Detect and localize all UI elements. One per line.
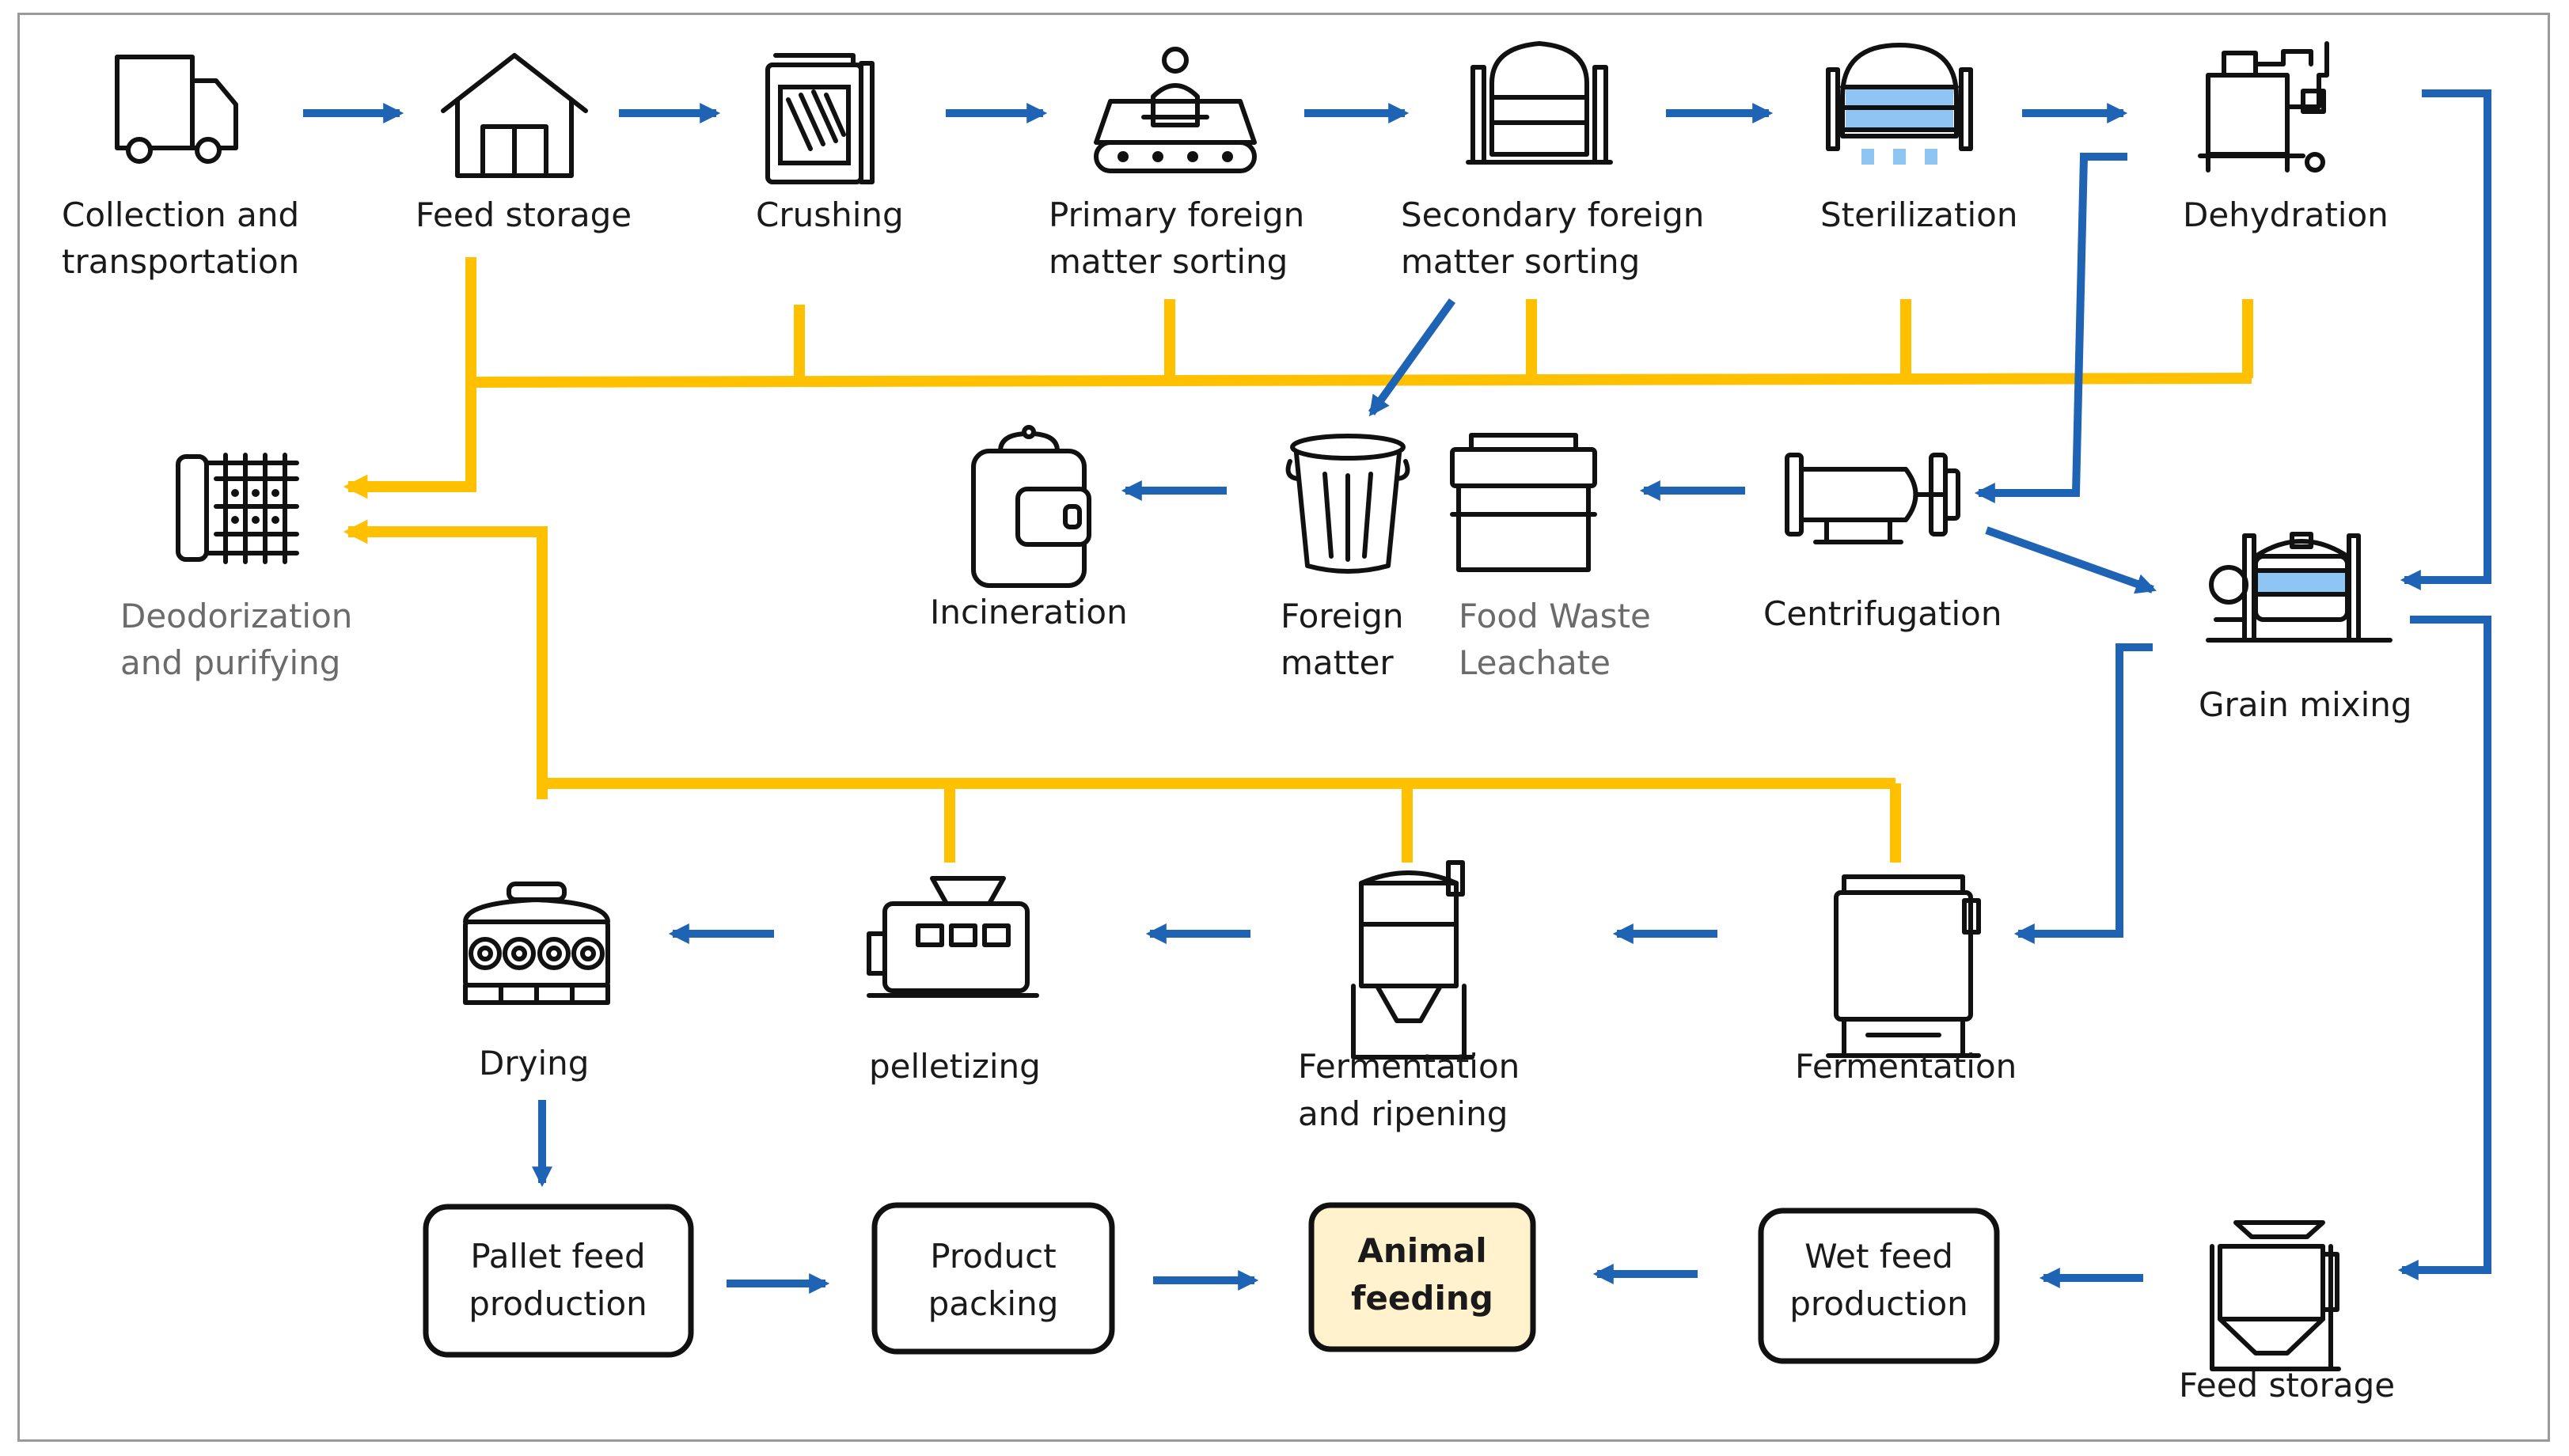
dehydrator-icon	[2198, 41, 2329, 173]
label-deodorization-line1: Deodorization	[120, 597, 352, 635]
step-secondary-sorting: Secondary foreign matter sorting	[1401, 195, 1704, 281]
conveyor-worker-icon	[1094, 47, 1257, 173]
label-drying: Drying	[479, 1044, 589, 1083]
process-flow-arrows	[303, 89, 2491, 1294]
label-feed-storage-bottom: Feed storage	[2179, 1366, 2395, 1405]
label-deodorization-line2: and purifying	[120, 643, 340, 682]
arrow-grain-mixing-to-feed-storage	[2397, 616, 2491, 1280]
diagram-frame	[17, 13, 2550, 1442]
step-pelletizing: pelletizing	[869, 1047, 1041, 1086]
step-sterilization: Sterilization	[1820, 195, 2017, 234]
deodorizer-icon	[176, 453, 299, 564]
sterilizer-icon	[1826, 43, 1973, 165]
mixer-icon	[2206, 532, 2393, 643]
label-incineration: Incineration	[930, 593, 1128, 631]
label-leachate-line2: Leachate	[1459, 643, 1611, 682]
arrow-dehydration-to-grain-mixing	[2400, 89, 2491, 590]
label-feed-storage-top: Feed storage	[416, 195, 632, 234]
box-animal-feeding: Animal feeding	[1308, 1202, 1536, 1352]
box-wet-feed-line2: production	[1789, 1284, 1968, 1323]
yellow-line-to-deodorization-lower	[343, 519, 548, 799]
box-pallet-feed-line2: production	[469, 1284, 647, 1323]
label-ripening-line2: and ripening	[1298, 1094, 1508, 1133]
label-collection-line2: transportation	[62, 242, 299, 281]
box-pallet-feed: Pallet feed production	[423, 1204, 694, 1358]
centrifuge-icon	[1785, 453, 1960, 544]
label-foreign-matter-line1: Foreign	[1281, 597, 1404, 635]
label-primary-sorting-line1: Primary foreign	[1049, 195, 1304, 234]
label-ripening-line1: Fermentation	[1298, 1047, 1520, 1086]
fermenter-icon	[1826, 874, 1981, 1058]
pelletizer-icon	[867, 876, 1039, 998]
truck-icon	[115, 55, 238, 164]
step-collection: Collection and transportation	[62, 195, 299, 281]
label-collection-line1: Collection and	[62, 195, 299, 234]
label-sterilization: Sterilization	[1820, 195, 2017, 234]
box-product-packing-line2: packing	[928, 1284, 1059, 1323]
leachate-tank-icon	[1450, 433, 1597, 572]
label-grain-mixing: Grain mixing	[2199, 685, 2412, 724]
dryer-icon	[463, 882, 610, 1005]
yellow-line-to-deodorization-upper	[343, 257, 476, 499]
step-ripening: Fermentation and ripening	[1298, 1047, 1520, 1133]
label-secondary-sorting-line1: Secondary foreign	[1401, 195, 1704, 234]
box-animal-feeding-line1: Animal	[1357, 1231, 1486, 1270]
step-centrifugation: Centrifugation	[1763, 594, 2002, 633]
trash-bin-icon	[1285, 434, 1410, 574]
odor-collection-lines	[343, 257, 2253, 863]
arrow-centrifugation-to-grain-mixing	[1985, 526, 2157, 594]
step-drying: Drying	[479, 1044, 589, 1083]
step-feed-storage-top: Feed storage	[416, 195, 632, 234]
step-grain-mixing: Grain mixing	[2199, 685, 2412, 724]
label-pelletizing: pelletizing	[869, 1047, 1041, 1086]
label-secondary-sorting-line2: matter sorting	[1401, 242, 1640, 281]
step-primary-sorting: Primary foreign matter sorting	[1049, 195, 1304, 281]
step-feed-storage-bottom: Feed storage	[2179, 1366, 2395, 1405]
step-fermentation: Fermentation	[1795, 1047, 2017, 1086]
box-pallet-feed-line1: Pallet feed	[470, 1237, 645, 1276]
step-leachate: Food Waste Leachate	[1459, 597, 1651, 682]
silo-icon	[1351, 860, 1474, 1060]
hopper-icon	[2210, 1220, 2341, 1371]
step-crushing: Crushing	[756, 195, 904, 234]
warehouse-icon	[441, 53, 588, 178]
label-centrifugation: Centrifugation	[1763, 594, 2002, 633]
separator-tank-icon	[1466, 41, 1613, 165]
label-crushing: Crushing	[756, 195, 904, 234]
arrow-grain-mixing-to-fermentation	[2013, 643, 2153, 944]
step-deodorization: Deodorization and purifying	[120, 597, 352, 682]
step-dehydration: Dehydration	[2183, 195, 2389, 234]
arrow-dehydration-to-centrifugation	[1974, 153, 2127, 503]
crusher-icon	[765, 53, 875, 184]
incinerator-icon	[971, 425, 1091, 588]
label-foreign-matter-line2: matter	[1281, 643, 1394, 682]
box-product-packing-line1: Product	[930, 1237, 1056, 1276]
box-wet-feed-line1: Wet feed	[1804, 1237, 1953, 1276]
label-leachate-line1: Food Waste	[1459, 597, 1651, 635]
yellow-header-upper	[470, 373, 2252, 388]
label-dehydration: Dehydration	[2183, 195, 2389, 234]
step-foreign-matter: Foreign matter	[1281, 597, 1404, 682]
step-incineration: Incineration	[930, 593, 1128, 631]
arrow-secondary-to-foreign-matter	[1368, 298, 1456, 417]
box-product-packing: Product packing	[871, 1202, 1115, 1355]
label-primary-sorting-line2: matter sorting	[1049, 242, 1288, 281]
label-fermentation: Fermentation	[1795, 1047, 2017, 1086]
box-animal-feeding-line2: feeding	[1351, 1279, 1493, 1318]
box-wet-feed: Wet feed production	[1758, 1208, 2000, 1364]
